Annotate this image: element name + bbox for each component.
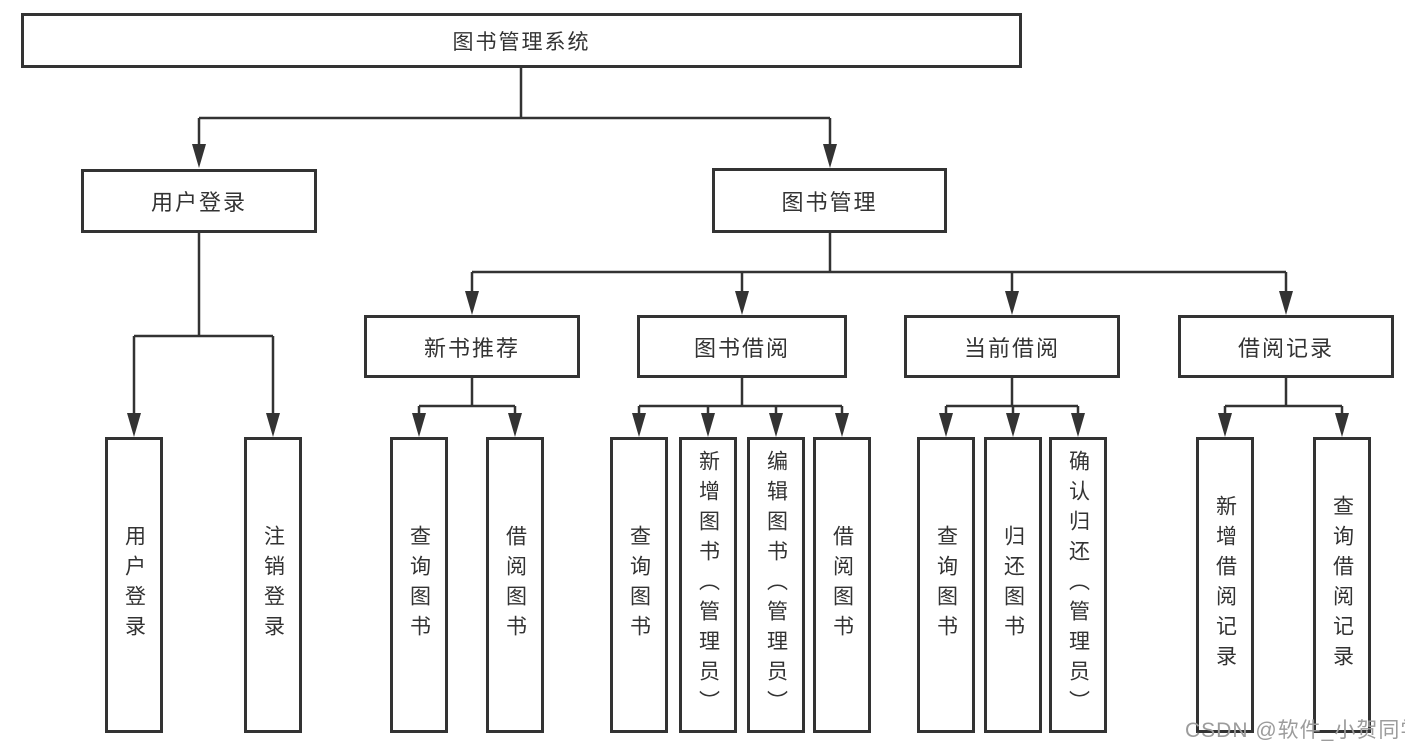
node-book-management: 图书管理 <box>712 168 947 233</box>
node-label: 当前借阅 <box>963 335 1060 361</box>
node-label: 用户登录 <box>150 190 247 215</box>
leaf-add-borrow-record: 新增借阅记录 <box>1196 437 1254 733</box>
node-label: 图书管理系统 <box>452 30 591 54</box>
leaf-borrow-books-newbooks: 借阅图书 <box>486 437 544 733</box>
leaf-label: 查询借阅记录 <box>1330 495 1354 675</box>
leaf-label: 归还图书 <box>1001 525 1025 645</box>
leaf-label: 确认归还（管理员） <box>1066 450 1090 720</box>
node-label: 图书借阅 <box>693 335 790 361</box>
leaf-label: 查询图书 <box>627 525 651 645</box>
leaf-label: 借阅图书 <box>503 525 527 645</box>
leaf-label: 用户登录 <box>122 525 146 645</box>
node-label: 借阅记录 <box>1237 335 1334 361</box>
leaf-label: 借阅图书 <box>830 525 854 645</box>
leaf-user-login: 用户登录 <box>105 437 163 733</box>
leaf-label: 查询图书 <box>407 525 431 645</box>
leaf-label: 新增借阅记录 <box>1213 495 1237 675</box>
csdn-watermark: CSDN @软件_小贺同学 <box>1185 719 1405 742</box>
leaf-query-books-borrow: 查询图书 <box>610 437 668 733</box>
node-label: 新书推荐 <box>423 335 520 361</box>
leaf-add-books-admin: 新增图书（管理员） <box>679 437 737 733</box>
node-borrow-records: 借阅记录 <box>1178 315 1394 378</box>
leaf-label: 新增图书（管理员） <box>696 450 720 720</box>
leaf-query-borrow-record: 查询借阅记录 <box>1313 437 1371 733</box>
node-system-root: 图书管理系统 <box>21 13 1022 68</box>
leaf-query-books-current: 查询图书 <box>917 437 975 733</box>
leaf-return-books: 归还图书 <box>984 437 1042 733</box>
leaf-edit-books-admin: 编辑图书（管理员） <box>747 437 805 733</box>
arrowheads <box>127 144 1349 437</box>
leaf-confirm-return-admin: 确认归还（管理员） <box>1049 437 1107 733</box>
leaf-label: 编辑图书（管理员） <box>764 450 788 720</box>
node-new-book-recommend: 新书推荐 <box>364 315 580 378</box>
leaf-borrow-books: 借阅图书 <box>813 437 871 733</box>
leaf-query-books-newbooks: 查询图书 <box>390 437 448 733</box>
leaf-logout: 注销登录 <box>244 437 302 733</box>
node-current-borrow: 当前借阅 <box>904 315 1120 378</box>
node-user-login: 用户登录 <box>81 169 317 233</box>
node-book-borrow: 图书借阅 <box>637 315 847 378</box>
leaf-label: 注销登录 <box>261 525 285 645</box>
leaf-label: 查询图书 <box>934 525 958 645</box>
node-label: 图书管理 <box>781 189 878 215</box>
